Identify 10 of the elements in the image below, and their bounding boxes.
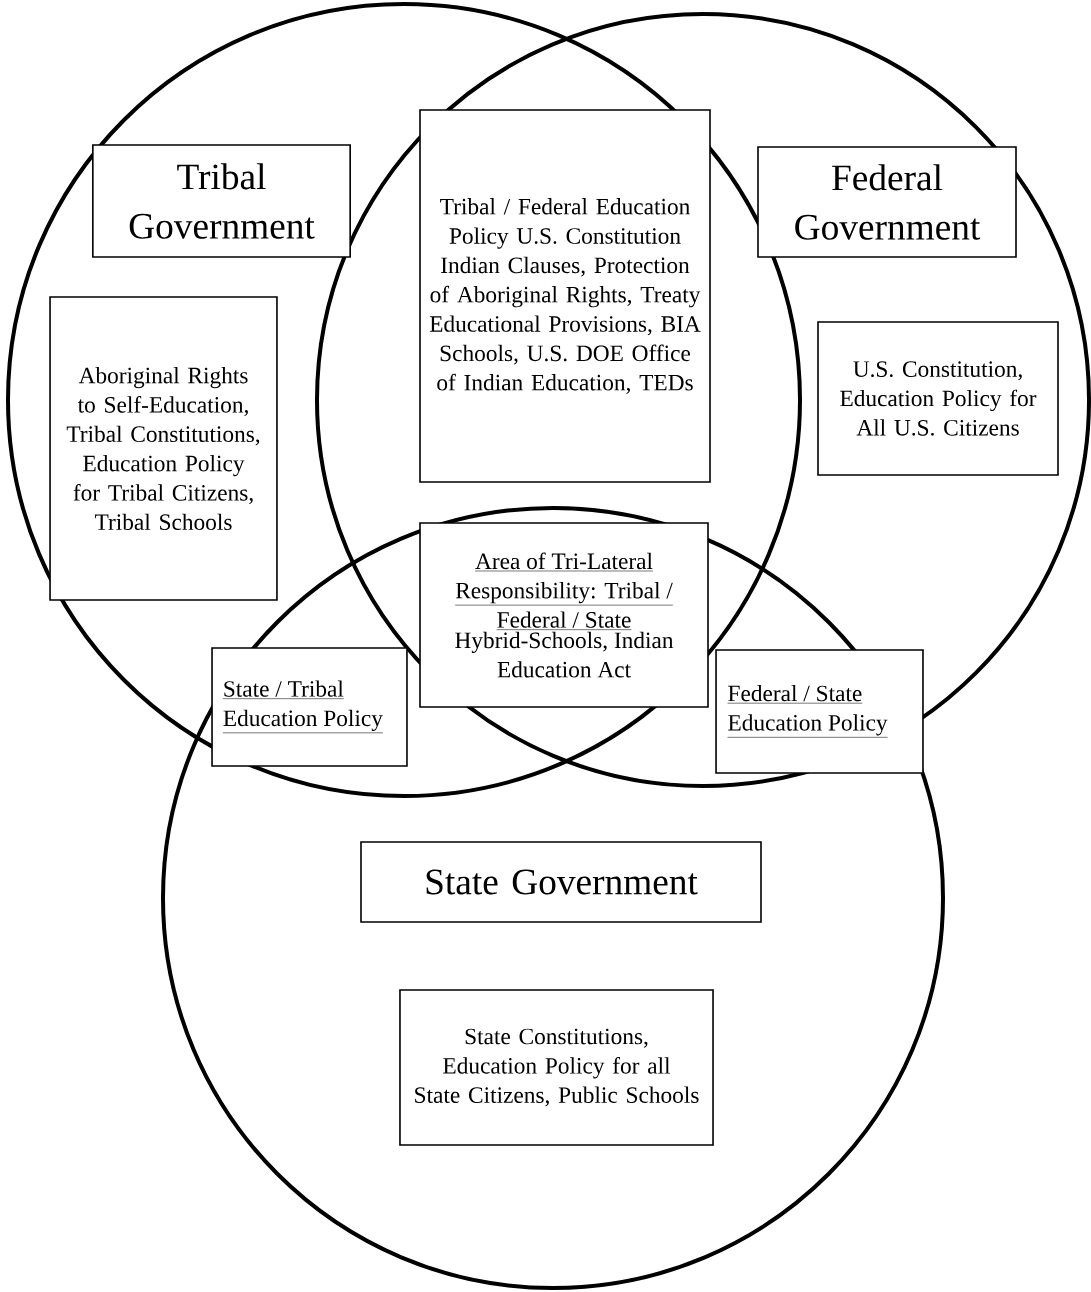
text-box: Tribal / Federal Education Policy U.S. Constitution Indian Clauses, Protection of Aboriginal Rights, Treaty Educational Provisions, BIA Schools, U.S. DOE Office of Indian Education, TEDs [419, 109, 711, 483]
text-box: U.S. Constitution, Education Policy for All U.S. Citizens [817, 321, 1059, 476]
text-box: State Constitutions, Education Policy for all State Citizens, Public Schools [399, 989, 714, 1146]
text-box: Area of Tri-Lateral Responsibility: Tribal / Federal / State Hybrid-Schools, Indian Education Act [419, 522, 709, 708]
title-box: State Government [360, 841, 762, 923]
title-box: Federal Government [757, 146, 1017, 258]
text-box: Aboriginal Rights to Self-Education, Tribal Constitutions, Education Policy for Tribal Citizens, Tribal Schools [49, 296, 278, 601]
text-box: Federal / State Education Policy [715, 649, 924, 774]
title-box: Tribal Government [92, 144, 351, 258]
text-box: State / Tribal Education Policy [211, 647, 408, 767]
